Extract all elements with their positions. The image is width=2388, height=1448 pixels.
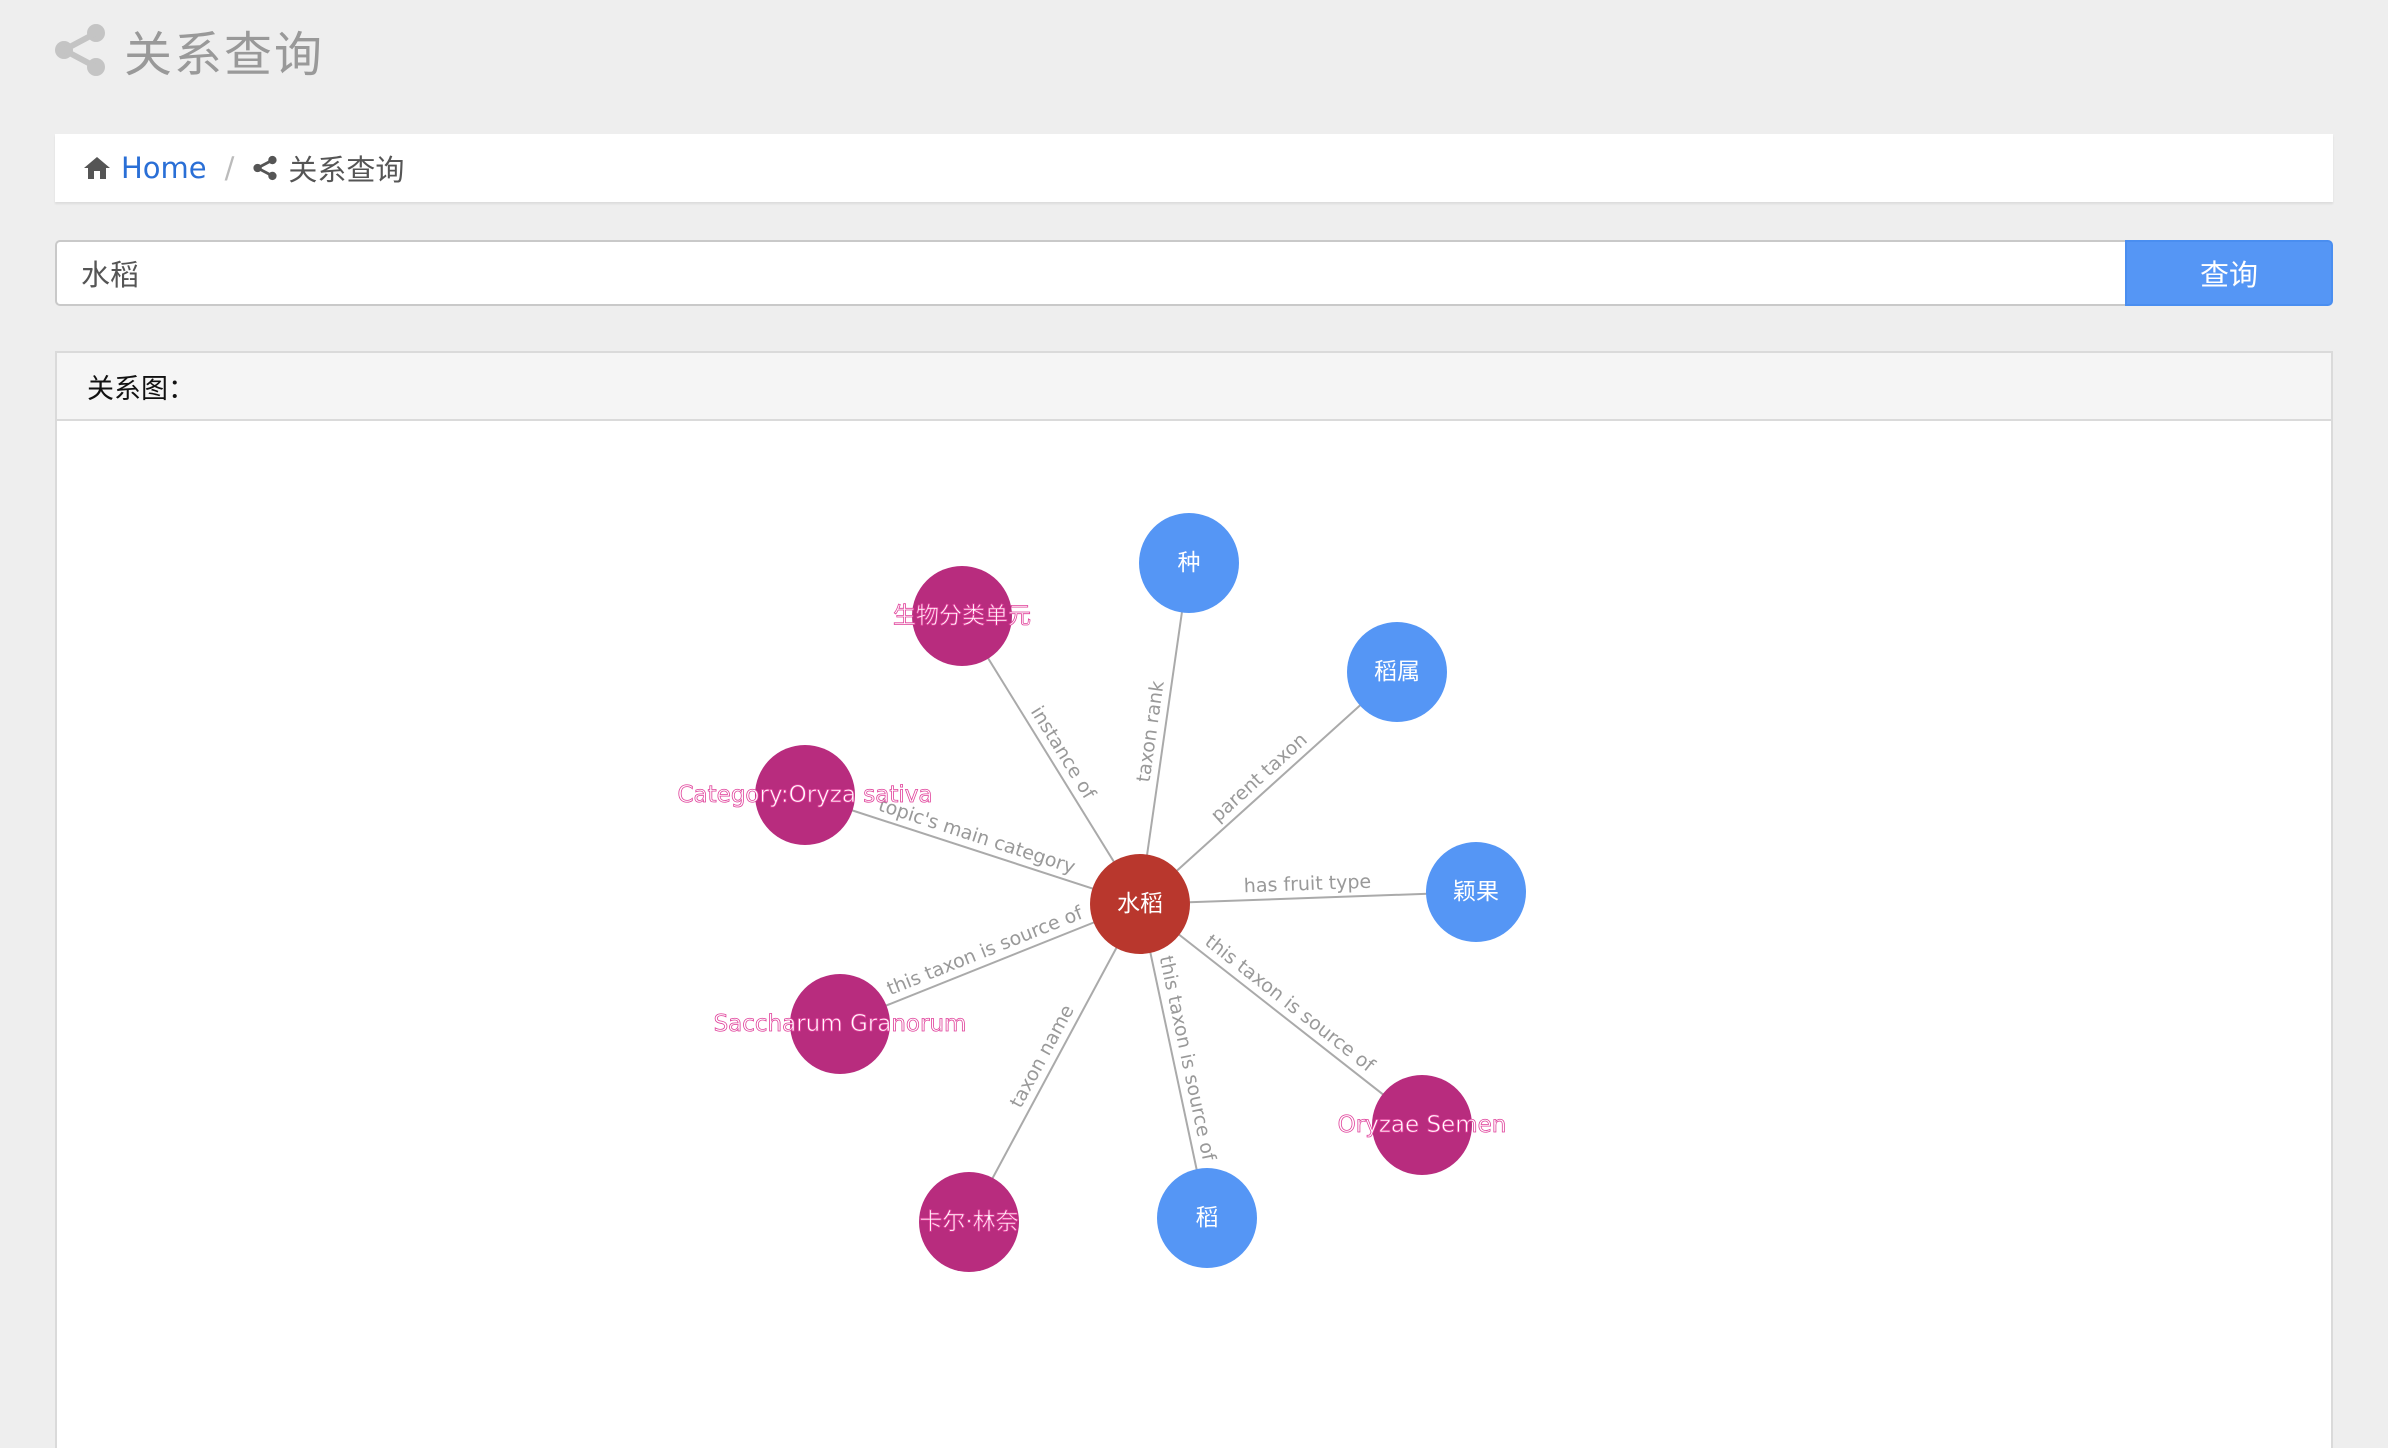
graph-edge <box>1139 562 1190 905</box>
graph-node[interactable]: 稻属 <box>1347 622 1447 722</box>
breadcrumb-home-label: Home <box>121 151 207 185</box>
graph-edge-label: has fruit type <box>1243 871 1371 898</box>
graph-node-label: Oryzae Semen <box>1338 1112 1507 1138</box>
graph-edge-label: taxon name <box>1006 1001 1079 1111</box>
graph-edge-label: taxon rank <box>1133 679 1169 783</box>
graph-node-label: 生物分类单元 <box>893 603 1031 629</box>
graph-node-circle[interactable] <box>1157 1168 1257 1268</box>
search-bar: 查询 <box>55 240 2333 306</box>
graph-edge <box>961 615 1141 905</box>
graph-node-circle[interactable] <box>919 1172 1019 1272</box>
breadcrumb-current-label: 关系查询 <box>288 153 405 187</box>
breadcrumb-current: 关系查询 <box>252 147 404 189</box>
graph-node-circle[interactable] <box>755 745 855 845</box>
graph-node[interactable]: Saccharum Granorum <box>713 974 967 1074</box>
graph-node-circle[interactable] <box>912 566 1012 666</box>
graph-edge-label: this taxon is source of <box>1155 954 1220 1164</box>
graph-edge <box>1139 891 1477 905</box>
graph-edge-label: instance of <box>1026 702 1101 804</box>
graph-center-node[interactable]: 水稻 <box>1090 854 1190 954</box>
graph-node-circle[interactable] <box>1347 622 1447 722</box>
graph-node-label: 卡尔·林奈 <box>919 1209 1018 1235</box>
graph-edge <box>1139 903 1208 1219</box>
breadcrumb-home-link[interactable]: Home <box>83 151 207 185</box>
panel-heading: 关系图： <box>57 353 2331 421</box>
graph-edge-label: parent taxon <box>1207 729 1312 827</box>
home-icon <box>84 157 110 179</box>
graph-node[interactable]: 卡尔·林奈 <box>919 1172 1019 1272</box>
breadcrumb-separator: / <box>224 151 235 185</box>
graph-node-circle[interactable] <box>790 974 890 1074</box>
graph-node-label: 种 <box>1178 550 1201 576</box>
graph-edge <box>968 903 1141 1223</box>
graph-node[interactable]: 生物分类单元 <box>893 566 1031 666</box>
graph-node[interactable]: 颖果 <box>1426 842 1526 942</box>
graph-edge <box>839 903 1141 1025</box>
share-icon <box>253 155 278 181</box>
graph-node[interactable]: Oryzae Semen <box>1337 1075 1507 1175</box>
graph-node[interactable]: 稻 <box>1157 1168 1257 1268</box>
page-title: 关系查询 <box>124 27 325 83</box>
search-input[interactable] <box>55 240 2125 306</box>
breadcrumb: Home / 关系查询 <box>55 134 2333 202</box>
graph-node-label: 稻 <box>1196 1205 1219 1231</box>
graph-edge-label: this taxon is source of <box>1201 930 1380 1077</box>
graph-node-circle[interactable] <box>1426 842 1526 942</box>
graph-node-circle[interactable] <box>1372 1075 1472 1175</box>
graph-edge <box>1139 903 1423 1126</box>
graph-node-circle[interactable] <box>1139 513 1239 613</box>
graph-node-label: Saccharum Granorum <box>714 1011 967 1037</box>
search-button[interactable]: 查询 <box>2125 240 2333 306</box>
share-icon <box>55 24 105 76</box>
graph-edge <box>804 794 1141 905</box>
graph-node-label: 颖果 <box>1453 879 1499 905</box>
graph-node-label: 稻属 <box>1374 659 1420 685</box>
graph-edge-label: this taxon is source of <box>884 902 1087 1000</box>
graph-center-circle[interactable] <box>1090 854 1190 954</box>
graph-edge <box>1139 671 1398 905</box>
graph-node[interactable]: Category:Oryza sativa <box>677 745 933 845</box>
graph-node[interactable]: 种 <box>1139 513 1239 613</box>
page-header: 关系查询 <box>52 14 324 86</box>
graph-node-label: Category:Oryza sativa <box>678 782 933 808</box>
graph-center-label: 水稻 <box>1117 891 1163 917</box>
